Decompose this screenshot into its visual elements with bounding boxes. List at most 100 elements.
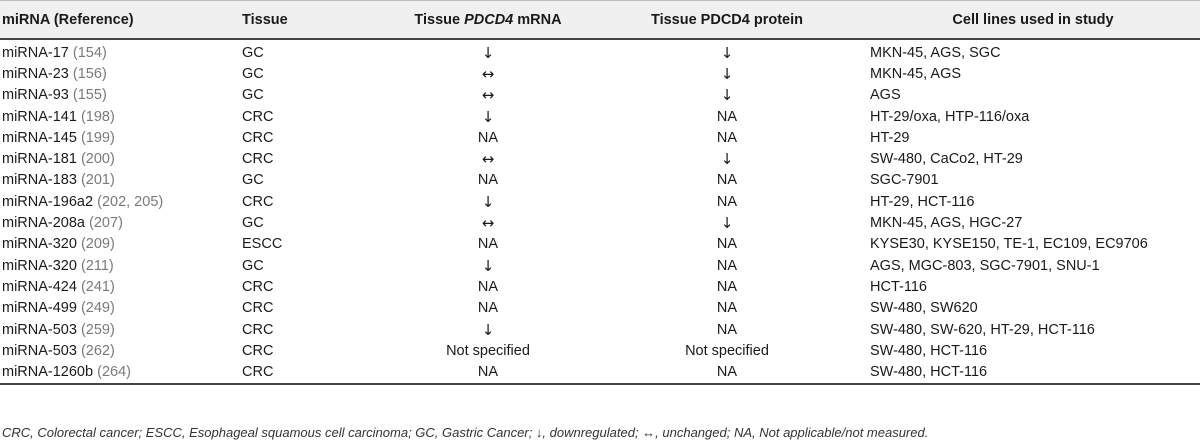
reference-close: ) xyxy=(110,129,115,146)
cell-tissue-protein: ↓ xyxy=(720,150,734,169)
reference-number[interactable]: 154 xyxy=(77,44,102,61)
mirna-name: miRNA-208a xyxy=(2,215,85,232)
cell-tissue-protein: NA xyxy=(716,193,738,210)
cell-tissue-mrna: ↔ xyxy=(481,150,495,169)
cell-tissue: GC xyxy=(242,215,264,232)
reference-open: ( xyxy=(76,236,86,253)
cell-tissue-mrna: Not specified xyxy=(446,342,530,359)
reference-close: ) xyxy=(110,151,115,168)
mirna-name: miRNA-17 xyxy=(2,44,69,61)
cell-mirna: miRNA-181 (200) xyxy=(0,148,238,169)
reference-number[interactable]: 241 xyxy=(85,278,110,295)
reference-close: ) xyxy=(110,278,115,295)
cell-tissue-protein: NA xyxy=(716,172,738,189)
cell-cell-lines: MKN-45, AGS xyxy=(870,65,962,82)
table-header: miRNA (Reference) Tissue Tissue PDCD4 mR… xyxy=(0,0,1200,40)
cell-cell-lines: SW-480, SW-620, HT-29, HCT-116 xyxy=(870,321,1095,338)
reference-open: ( xyxy=(76,151,86,168)
reference-open: ( xyxy=(93,364,102,381)
cell-tissue-mrna: NA xyxy=(477,278,499,295)
table-row: miRNA-23 (156)GC↔↓MKN-45, AGS xyxy=(0,63,1200,84)
cell-mirna: miRNA-93 (155) xyxy=(0,85,238,106)
cell-tissue: CRC xyxy=(242,278,274,295)
reference-number[interactable]: 156 xyxy=(77,65,102,82)
reference-open: ( xyxy=(93,193,102,210)
reference-number[interactable]: 262 xyxy=(85,342,110,359)
cell-mirna: miRNA-145 (199) xyxy=(0,127,238,148)
mirna-name: miRNA-145 xyxy=(2,129,77,146)
mirna-name: miRNA-23 xyxy=(2,65,69,82)
reference-number[interactable]: 264 xyxy=(101,364,127,381)
mirna-name: miRNA-141 xyxy=(2,108,77,125)
mirna-name: miRNA-424 xyxy=(2,278,77,295)
reference-open: ( xyxy=(85,215,94,232)
cell-mirna: miRNA-1260b (264) xyxy=(0,361,238,385)
cell-tissue: CRC xyxy=(238,361,388,385)
cell-cell-lines: AGS xyxy=(870,87,901,104)
cell-tissue-protein: NA xyxy=(716,321,738,338)
cell-tissue-mrna: ↓ xyxy=(481,107,495,126)
mirna-table: miRNA (Reference) Tissue Tissue PDCD4 mR… xyxy=(0,0,1200,385)
cell-cell-lines: MKN-45, AGS, HGC-27 xyxy=(870,215,1023,232)
reference-number[interactable]: 202, 205 xyxy=(101,193,159,210)
cell-cell-lines: KYSE30, KYSE150, TE-1, EC109, EC9706 xyxy=(870,236,1148,253)
cell-cell-lines: HT-29/oxa, HTP-116/oxa xyxy=(870,108,1030,125)
header-mrna-gene: PDCD4 xyxy=(464,11,514,28)
cell-tissue-mrna: ↓ xyxy=(481,320,495,339)
reference-close: ) xyxy=(101,65,107,82)
mirna-name: miRNA-503 xyxy=(2,321,77,338)
reference-number[interactable]: 200 xyxy=(85,151,110,168)
reference-number[interactable]: 198 xyxy=(85,108,110,125)
mirna-name: miRNA-503 xyxy=(2,342,77,359)
cell-tissue-protein: NA xyxy=(716,129,738,146)
reference-open: ( xyxy=(68,65,78,82)
reference-number[interactable]: 211 xyxy=(85,257,109,274)
table-footnote: CRC, Colorectal cancer; ESCC, Esophageal… xyxy=(2,425,929,440)
reference-number[interactable]: 259 xyxy=(85,321,110,338)
cell-tissue-protein: NA xyxy=(716,236,738,253)
header-cell-lines: Cell lines used in study xyxy=(866,0,1200,40)
cell-tissue: CRC xyxy=(242,129,274,146)
table-row: miRNA-208a (207)GC↔↓MKN-45, AGS, HGC-27 xyxy=(0,212,1200,233)
cell-cell-lines: SW-480, CaCo2, HT-29 xyxy=(870,151,1023,168)
header-tissue-protein: Tissue PDCD4 protein xyxy=(588,0,866,40)
reference-open: ( xyxy=(68,87,78,104)
reference-open: ( xyxy=(76,129,86,146)
cell-mirna: miRNA-208a (207) xyxy=(0,212,238,233)
cell-mirna: miRNA-17 (154) xyxy=(0,39,238,63)
reference-close: ) xyxy=(110,236,115,253)
reference-open: ( xyxy=(76,321,86,338)
reference-close: ) xyxy=(110,172,115,189)
cell-mirna: miRNA-183 (201) xyxy=(0,170,238,191)
cell-tissue: GC xyxy=(242,44,264,61)
mirna-name: miRNA-181 xyxy=(2,151,77,168)
reference-number[interactable]: 207 xyxy=(93,215,119,232)
cell-mirna: miRNA-503 (262) xyxy=(0,340,238,361)
cell-tissue: CRC xyxy=(242,151,274,168)
cell-mirna: miRNA-424 (241) xyxy=(0,276,238,297)
reference-number[interactable]: 199 xyxy=(85,129,110,146)
table-row: miRNA-181 (200)CRC↔↓SW-480, CaCo2, HT-29 xyxy=(0,148,1200,169)
reference-number[interactable]: 201 xyxy=(85,172,110,189)
cell-tissue-mrna: ↔ xyxy=(481,86,495,105)
reference-number[interactable]: 209 xyxy=(85,236,110,253)
cell-cell-lines: HCT-116 xyxy=(870,278,927,295)
reference-close: ) xyxy=(110,108,115,125)
cell-tissue-mrna: NA xyxy=(477,236,499,253)
cell-tissue-protein: NA xyxy=(716,278,738,295)
reference-open: ( xyxy=(76,342,86,359)
reference-number[interactable]: 249 xyxy=(85,300,110,317)
cell-tissue-protein: ↓ xyxy=(720,86,734,105)
cell-mirna: miRNA-499 (249) xyxy=(0,298,238,319)
cell-tissue: CRC xyxy=(242,300,274,317)
reference-close: ) xyxy=(118,215,123,232)
cell-tissue-protein: ↓ xyxy=(720,214,734,233)
mirna-name: miRNA-196a2 xyxy=(2,193,94,210)
reference-number[interactable]: 155 xyxy=(77,87,102,104)
reference-close: ) xyxy=(101,44,107,61)
cell-tissue-mrna: ↓ xyxy=(481,256,495,275)
